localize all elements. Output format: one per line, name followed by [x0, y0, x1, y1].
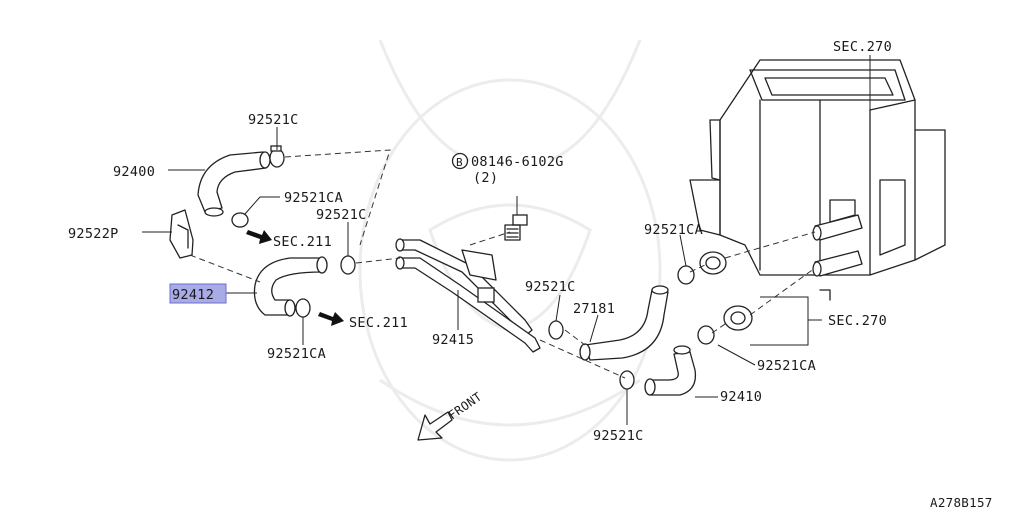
label-diagram-code: A278B157: [930, 495, 993, 510]
label-92521ca-right[interactable]: 92521CA: [644, 222, 703, 238]
highlight-92412: [169, 283, 227, 304]
label-27181[interactable]: 27181: [573, 301, 615, 317]
grommet-upper: [699, 251, 727, 275]
hose-92412: [253, 256, 328, 317]
heater-core-pipes: [812, 214, 863, 277]
label-92410[interactable]: 92410: [720, 389, 762, 405]
label-bolt-circle: B: [456, 156, 463, 169]
label-sec211-upper[interactable]: SEC.211: [273, 234, 332, 250]
arrow-sec211-lower: [318, 312, 344, 326]
label-92521ca-lower[interactable]: 92521CA: [267, 346, 326, 362]
label-92521ca-bottomright[interactable]: 92521CA: [757, 358, 816, 374]
label-92521c-center[interactable]: 92521C: [525, 279, 576, 295]
label-92521c-top[interactable]: 92521C: [248, 112, 299, 128]
clamp-92521c-center: [548, 320, 564, 340]
clamp-92521ca-bottomright: [697, 325, 715, 345]
front-arrow-icon: [417, 411, 453, 441]
bolt-08146-6102g: [504, 214, 528, 241]
label-bolt-part[interactable]: 08146-6102G: [471, 154, 564, 170]
label-92521ca-upper[interactable]: 92521CA: [284, 190, 343, 206]
clamp-92521ca-upper: [231, 212, 249, 228]
bolt-circle-icon: [451, 152, 469, 170]
arrow-sec211-upper: [246, 230, 272, 244]
label-sec270-top[interactable]: SEC.270: [833, 39, 892, 55]
leader-lines: [142, 55, 871, 425]
clamp-92521c-top: [269, 145, 285, 168]
grommet-lower: [723, 305, 753, 331]
label-sec270-right[interactable]: SEC.270: [828, 313, 887, 329]
clamp-92521ca-lower: [295, 298, 311, 318]
pipe-assembly-92415: [395, 238, 541, 353]
label-92521c-bottom[interactable]: 92521C: [593, 428, 644, 444]
hose-92400: [197, 151, 271, 217]
dashed-assembly-lines: [189, 149, 816, 379]
heater-unit-housing: [689, 59, 946, 301]
hose-92410: [644, 345, 697, 396]
clamp-92521ca-right: [677, 265, 695, 285]
label-92400[interactable]: 92400: [113, 164, 155, 180]
hose-27181: [579, 285, 669, 361]
label-92412[interactable]: 92412: [172, 287, 214, 303]
label-bolt-qty: (2): [473, 170, 498, 186]
clamp-92521c-bottom: [619, 370, 635, 390]
label-92522p[interactable]: 92522P: [68, 226, 119, 242]
label-sec211-lower[interactable]: SEC.211: [349, 315, 408, 331]
bolt-spec: B 08146-6102G (2): [451, 152, 564, 186]
label-92415[interactable]: 92415: [432, 332, 474, 348]
clamp-92521c-mid: [340, 255, 356, 275]
bracket-92522p: [169, 209, 194, 259]
label-front: FRONT: [446, 389, 485, 422]
label-92521c-mid[interactable]: 92521C: [316, 207, 367, 223]
